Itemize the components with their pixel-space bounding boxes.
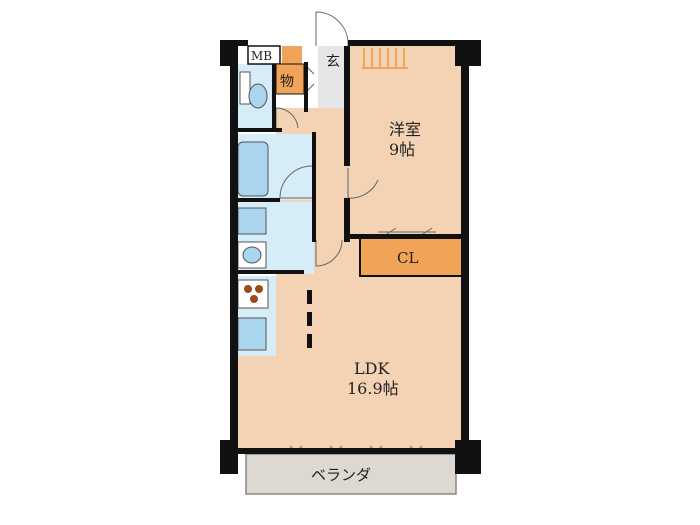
washing-machine-pan — [237, 207, 267, 235]
western-room-size: 9帖 — [389, 140, 415, 159]
basin-bowl — [242, 246, 262, 264]
western-room-floor — [348, 46, 464, 238]
ldk-name: LDK — [354, 359, 390, 378]
entrance-label: 玄 — [326, 53, 340, 70]
storage-label: 物 — [280, 74, 294, 90]
mb-orange — [282, 46, 302, 64]
closet-label: CL — [397, 249, 418, 267]
kitchen-sink — [237, 317, 267, 351]
ldk-door — [315, 239, 343, 267]
washroom-door — [279, 165, 313, 199]
balcony — [245, 453, 457, 495]
stove — [237, 279, 269, 309]
walls — [220, 40, 481, 474]
western-room-name: 洋室 — [389, 120, 421, 139]
burner-2 — [255, 285, 263, 293]
ldk-size: 16.9帖 — [347, 379, 399, 398]
meter-box-label: MB — [251, 49, 272, 63]
bathtub — [237, 141, 269, 197]
entrance-door — [315, 11, 349, 47]
toilet-door — [275, 107, 299, 129]
meter-box — [247, 45, 281, 65]
balcony-label: ベランダ — [311, 466, 371, 484]
entrance-floor — [318, 46, 348, 108]
toilet-bowl — [248, 83, 268, 109]
burner-3 — [250, 295, 258, 303]
burner-1 — [244, 285, 252, 293]
stairs — [362, 48, 408, 69]
toilet-tank — [239, 71, 251, 105]
